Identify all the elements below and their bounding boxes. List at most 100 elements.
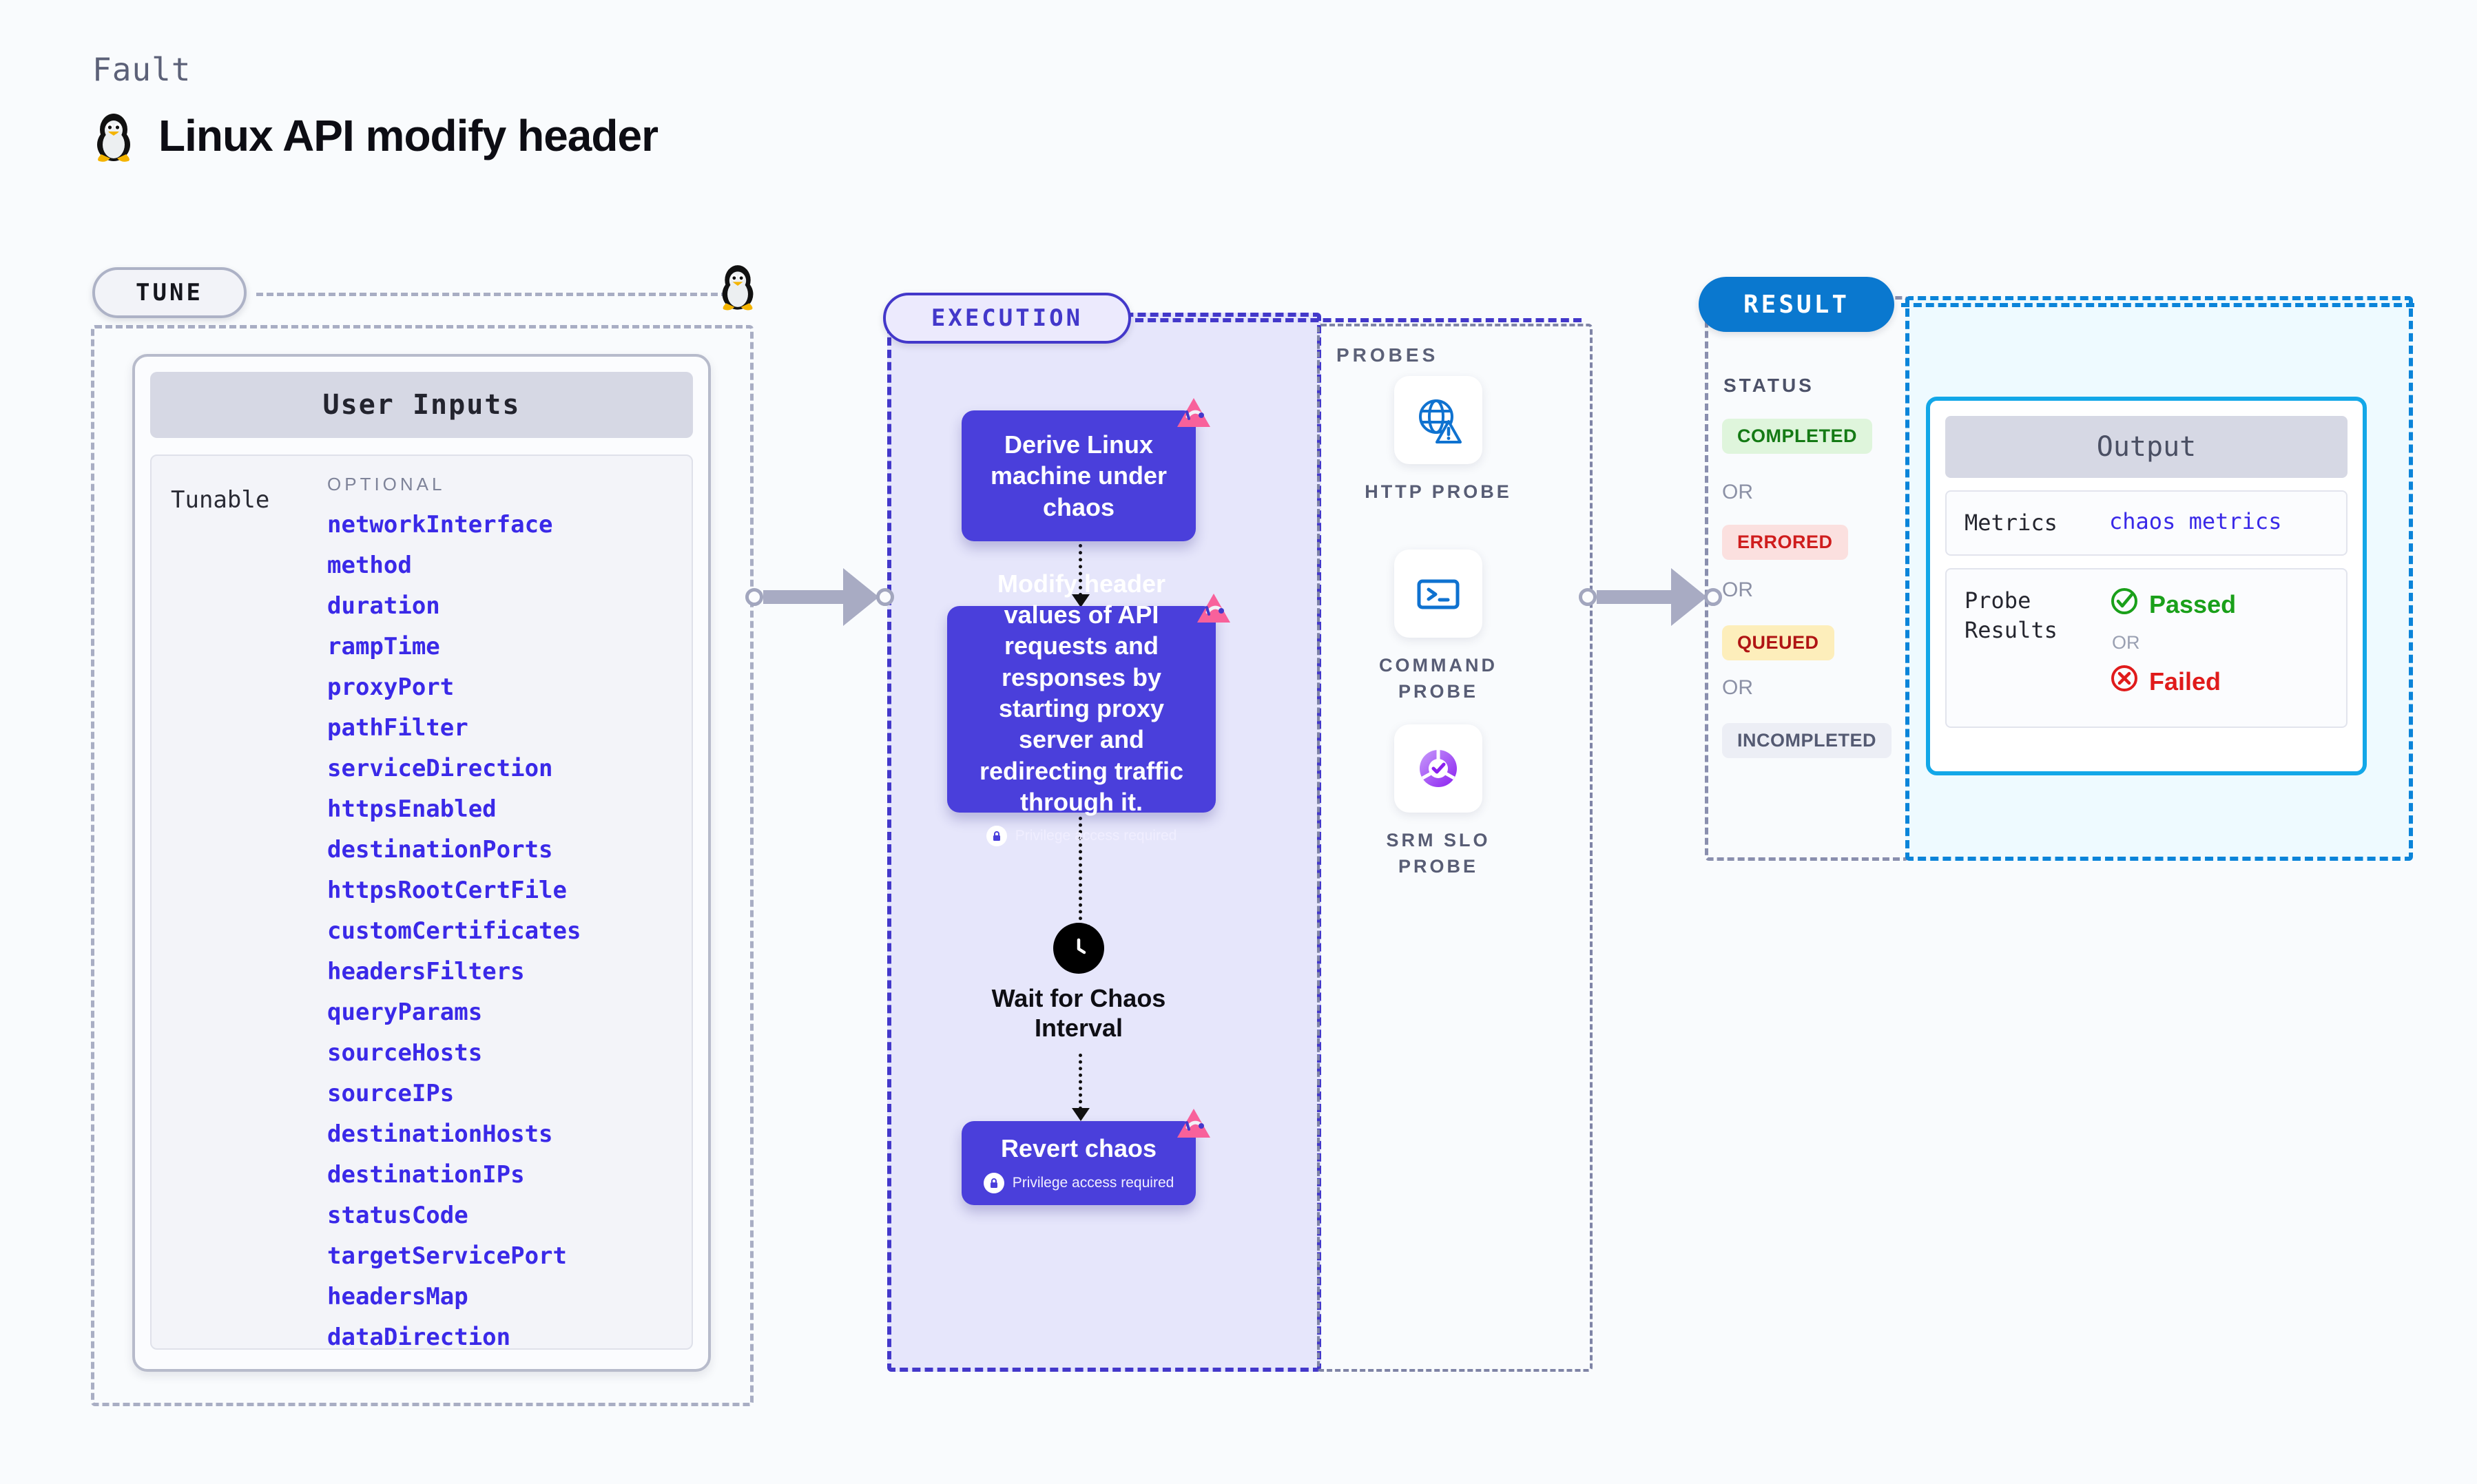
probe-label: HTTP PROBE (1365, 481, 1512, 502)
arrow-head-icon (843, 568, 879, 626)
connector-dot-start (745, 588, 763, 606)
litmus-chaos-badge-icon (1174, 394, 1214, 437)
linux-penguin-icon (92, 109, 135, 163)
clock-icon (1053, 923, 1104, 974)
connector-dot-end (876, 588, 894, 606)
output-row-metrics: Metrics chaos metrics (1945, 490, 2348, 556)
node-label: Revert chaos (1000, 1134, 1157, 1163)
tune-zone (91, 325, 754, 1406)
execution-node-revert[interactable]: Revert chaos Privilege access required (962, 1109, 1210, 1205)
probe-label: COMMAND PROBE (1379, 655, 1497, 702)
probe-results-key: Probe Results (1965, 587, 2058, 644)
optional-label: OPTIONAL (327, 474, 446, 494)
result-connector-line (1901, 303, 2414, 307)
probe-http[interactable]: HTTP PROBE (1356, 376, 1521, 505)
connector-dot-start (1579, 588, 1597, 606)
status-badge-errored: ERRORED (1722, 525, 1848, 560)
probes-zone (1317, 324, 1593, 1372)
tunable-item[interactable]: serviceDirection (327, 755, 553, 782)
connector-dot-end (1704, 588, 1722, 606)
tunable-item[interactable]: networkInterface (327, 511, 553, 539)
probe-result-failed: Failed (2109, 663, 2236, 700)
metrics-value[interactable]: chaos metrics (2109, 508, 2282, 534)
status-title: STATUS (1723, 375, 1814, 396)
tunable-item[interactable]: headersFilters (327, 958, 525, 985)
node-label: Modify header values of API requests and… (979, 569, 1184, 817)
node-label: Wait for Chaos Interval (991, 984, 1166, 1043)
output-row-probe-results: Probe Results Passed OR (1945, 568, 2348, 729)
tunable-item[interactable]: httpsRootCertFile (327, 877, 567, 904)
failed-label: Failed (2149, 667, 2221, 696)
tune-connector-line (256, 293, 738, 296)
tunable-item[interactable]: customCertificates (327, 917, 581, 945)
tunable-item[interactable]: headersMap (327, 1283, 468, 1310)
user-inputs-header: User Inputs (150, 372, 693, 438)
lock-icon (986, 826, 1007, 847)
tunable-item[interactable]: queryParams (327, 999, 483, 1026)
probe-srm-slo[interactable]: SRM SLO PROBE (1356, 724, 1521, 880)
execution-connector-line (1135, 318, 1582, 322)
status-badge-incompleted: INCOMPLETED (1722, 723, 1892, 758)
probes-title: PROBES (1336, 344, 1439, 366)
output-header: Output (1945, 416, 2348, 478)
tunable-item[interactable]: destinationIPs (327, 1161, 525, 1189)
tune-to-execution-arrow (745, 568, 894, 626)
page-title: Linux API modify header (158, 111, 659, 160)
tunable-item[interactable]: statusCode (327, 1202, 468, 1229)
globe-warning-icon (1394, 376, 1482, 464)
execution-node-modify[interactable]: Modify header values of API requests and… (947, 569, 1230, 847)
user-inputs-card: User Inputs Tunable OPTIONAL networkInte… (132, 354, 711, 1372)
tunable-item[interactable]: destinationPorts (327, 836, 553, 864)
execution-node-derive[interactable]: Derive Linux machine under chaos (962, 398, 1210, 541)
status-or-label: OR (1722, 481, 1753, 503)
probe-label: SRM SLO PROBE (1386, 830, 1491, 877)
flow-connector-derive-to-modify (1072, 544, 1090, 607)
tune-pill[interactable]: TUNE (92, 267, 247, 318)
lock-icon (983, 1172, 1004, 1193)
tunable-item[interactable]: rampTime (327, 633, 440, 660)
user-inputs-body: Tunable OPTIONAL networkInterface method… (150, 454, 693, 1350)
fault-eyebrow: Fault (92, 51, 191, 88)
probe-command[interactable]: COMMAND PROBE (1356, 550, 1521, 705)
execution-node-wait: Wait for Chaos Interval (962, 923, 1196, 1043)
result-pill[interactable]: RESULT (1699, 277, 1894, 332)
status-or-label: OR (1722, 578, 1753, 601)
probe-result-passed: Passed (2109, 586, 2236, 623)
metrics-key: Metrics (1965, 510, 2058, 536)
status-or-label: OR (1722, 676, 1753, 699)
passed-label: Passed (2149, 589, 2237, 618)
tunable-group-label: Tunable (171, 486, 270, 514)
page-title-row: Linux API modify header (92, 109, 659, 163)
tunable-item[interactable]: httpsEnabled (327, 795, 497, 823)
connector-bar (1597, 590, 1672, 604)
probe-results-values: Passed OR Failed (2109, 586, 2236, 710)
tunable-item[interactable]: targetServicePort (327, 1242, 567, 1270)
linux-penguin-icon (718, 260, 758, 315)
privilege-badge: Privilege access required (983, 1172, 1174, 1193)
privilege-label: Privilege access required (1015, 828, 1177, 844)
tunable-item[interactable]: method (327, 552, 412, 579)
litmus-chaos-badge-icon (1194, 589, 1234, 633)
privilege-label: Privilege access required (1012, 1174, 1174, 1191)
connector-bar (763, 590, 844, 604)
output-card: Output Metrics chaos metrics Probe Resul… (1926, 397, 2367, 775)
status-badge-completed: COMPLETED (1722, 419, 1873, 454)
flow-connector-wait-to-revert (1072, 1054, 1090, 1121)
execution-to-result-arrow (1579, 568, 1722, 626)
tunable-item[interactable]: proxyPort (327, 673, 455, 701)
check-circle-icon (2109, 586, 2139, 623)
tunable-item[interactable]: sourceHosts (327, 1039, 483, 1067)
tunable-item[interactable]: sourceIPs (327, 1080, 455, 1107)
tunable-item[interactable]: duration (327, 592, 440, 620)
litmus-chaos-badge-icon (1174, 1105, 1214, 1148)
tunable-item[interactable]: dataDirection (327, 1324, 511, 1351)
arrow-head-icon (1671, 568, 1707, 626)
tunable-item[interactable]: destinationHosts (327, 1120, 553, 1148)
execution-pill[interactable]: EXECUTION (883, 293, 1131, 344)
node-label: Derive Linux machine under chaos (990, 430, 1168, 521)
tunable-item[interactable]: pathFilter (327, 714, 468, 742)
tunable-list: OPTIONAL networkInterface method duratio… (327, 474, 692, 1351)
status-badge-queued: QUEUED (1722, 625, 1834, 660)
srm-slo-icon (1394, 724, 1482, 813)
